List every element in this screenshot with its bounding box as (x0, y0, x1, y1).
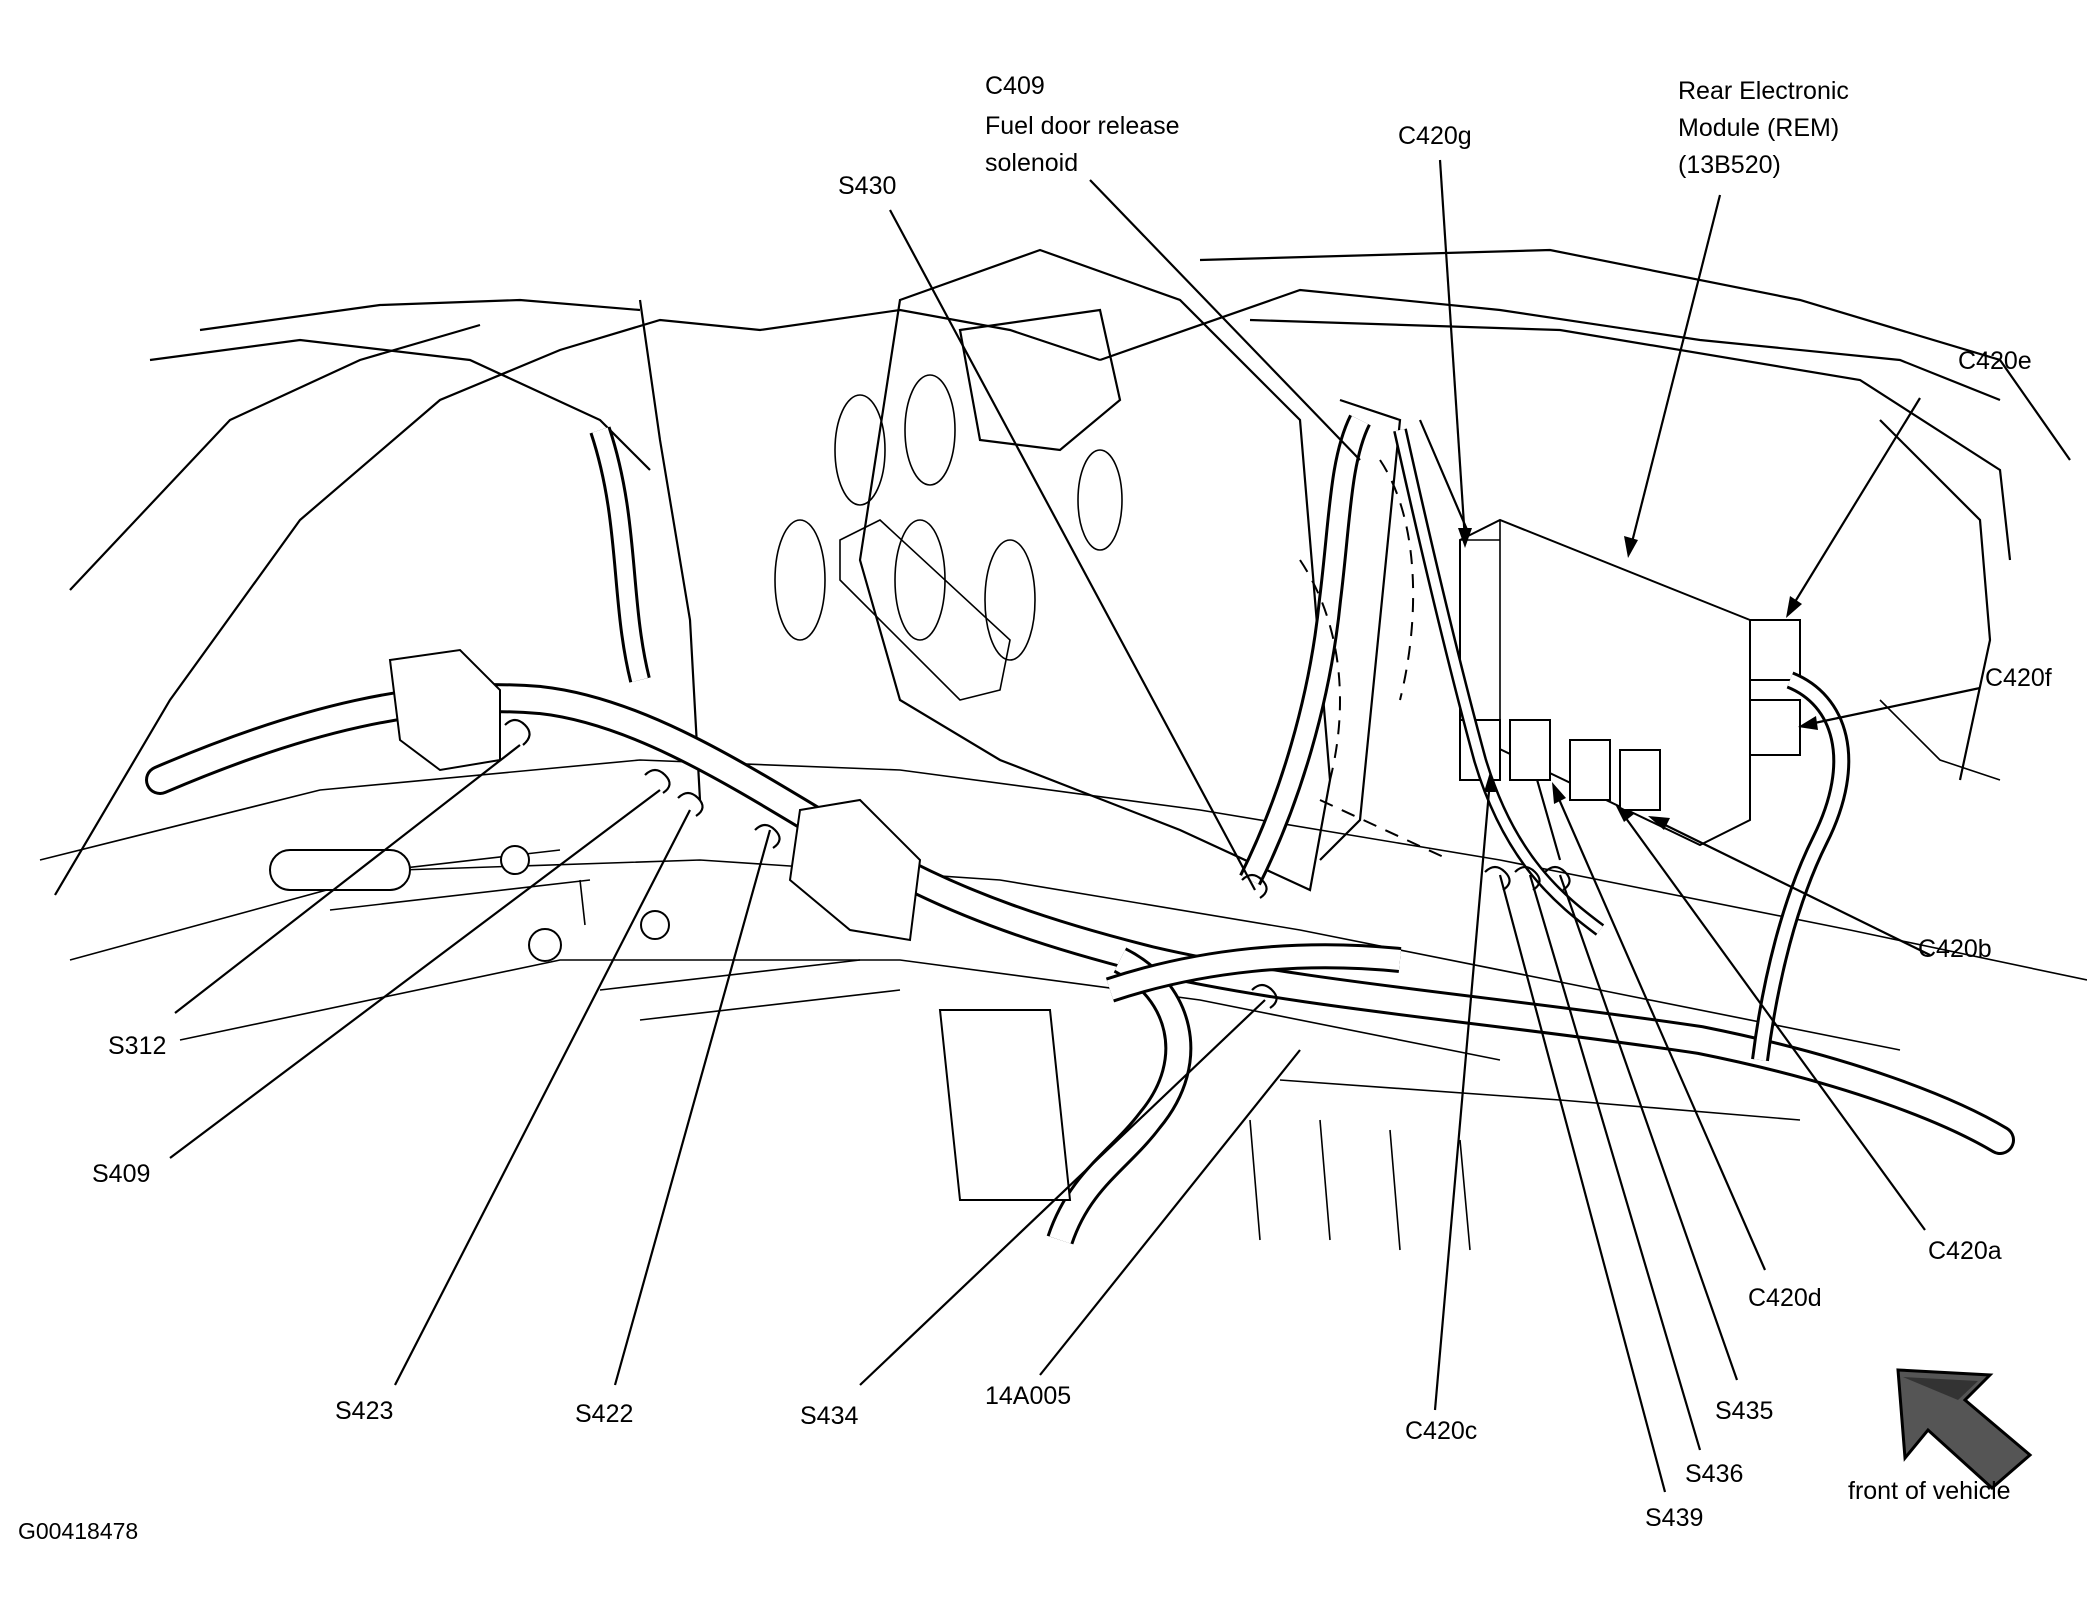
label-c420d: C420d (1748, 1284, 1822, 1312)
label-s435: S435 (1715, 1397, 1774, 1425)
label-c420a: C420a (1928, 1237, 2002, 1265)
label-c420b: C420b (1918, 935, 1992, 963)
label-s423: S423 (335, 1397, 394, 1425)
label-s430: S430 (838, 172, 897, 200)
label-s312: S312 (108, 1032, 167, 1060)
front-of-vehicle-arrow-icon (1896, 1368, 2033, 1491)
label-c420e: C420e (1958, 347, 2032, 375)
harness-clips (269, 648, 1072, 1201)
dashed-connector-paths (1299, 459, 1451, 861)
label-s436: S436 (1685, 1460, 1744, 1488)
label-c409: C409 (985, 72, 1045, 100)
seat-back-panel (774, 248, 1332, 892)
label-c420g: C420g (1398, 122, 1472, 150)
label-c409-desc-1: Fuel door release (985, 112, 1180, 140)
label-c420f: C420f (1985, 664, 2052, 692)
rear-electronic-module (1459, 518, 1801, 847)
label-front-of-vehicle: front of vehicle (1848, 1477, 2011, 1505)
label-harness-14a005: 14A005 (985, 1382, 1072, 1410)
label-s409: S409 (92, 1160, 151, 1188)
label-s439: S439 (1645, 1504, 1704, 1532)
leader-lines (169, 159, 1981, 1493)
label-s422: S422 (575, 1400, 634, 1428)
label-rem-1: Rear Electronic (1678, 77, 1849, 105)
label-rem-3: (13B520) (1678, 151, 1781, 179)
label-s434: S434 (800, 1402, 859, 1430)
label-rem-2: Module (REM) (1678, 114, 1840, 142)
label-c420c: C420c (1405, 1417, 1478, 1445)
label-c409-desc-2: solenoid (985, 149, 1079, 177)
figure-id: G00418478 (18, 1518, 139, 1544)
